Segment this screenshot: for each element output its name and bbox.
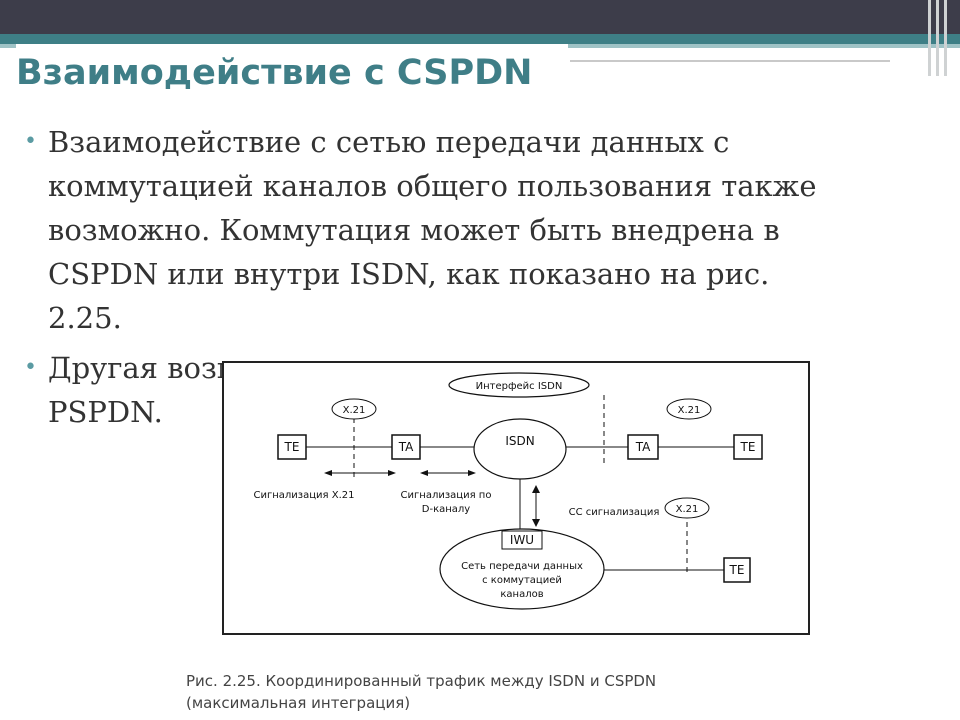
arrowhead-left	[324, 470, 332, 476]
decor-stripe	[944, 0, 947, 76]
figure-caption: Рис. 2.25. Координированный трафик между…	[186, 670, 656, 714]
cspdn-ellipse	[439, 528, 605, 610]
te-box-left	[277, 434, 307, 460]
slide-title: Взаимодействие с CSPDN	[16, 44, 568, 102]
te-label-bottom: TE	[729, 563, 745, 577]
ta-label-left: TA	[398, 440, 414, 454]
isdn-ellipse	[473, 418, 567, 480]
x21-ellipse-left	[331, 398, 377, 420]
ta-label-right: TA	[635, 440, 651, 454]
interface-ellipse	[448, 372, 590, 398]
bullet-1: Взаимодействие с сетью передачи данных с…	[24, 120, 828, 340]
arrowhead-right	[388, 470, 396, 476]
diagram-canvas: Интерфейс ISDN X.21 X.21 X.21 TE TA TA T…	[254, 372, 763, 610]
arrowhead-right	[468, 470, 476, 476]
sig-cc-label: СС сигнализация	[569, 507, 660, 518]
sig-x21-label: Сигнализация X.21	[254, 490, 355, 501]
caption-line-2: (максимальная интеграция)	[186, 694, 411, 712]
x21-ellipse-right	[666, 398, 712, 420]
cspdn-label-line3: каналов	[500, 589, 543, 600]
caption-line-1: Рис. 2.25. Координированный трафик между…	[186, 672, 657, 690]
top-dark-bar	[0, 0, 960, 34]
x21-label-left: X.21	[343, 405, 366, 416]
isdn-cspdn-diagram: Интерфейс ISDN X.21 X.21 X.21 TE TA TA T…	[222, 361, 810, 635]
cspdn-label-line2: с коммутацией	[482, 575, 562, 586]
decor-stripe	[936, 0, 939, 76]
top-teal-bar	[0, 34, 960, 44]
x21-label-bottom: X.21	[676, 504, 699, 515]
arrowhead-down	[532, 519, 540, 527]
te-label-left: TE	[284, 440, 300, 454]
arrowhead-up	[532, 485, 540, 493]
x21-ellipse-bottom	[664, 497, 710, 519]
iwu-box	[501, 530, 543, 550]
top-white-bar	[570, 50, 890, 62]
ta-box-left	[391, 434, 421, 460]
cspdn-label-line1: Сеть передачи данных	[461, 561, 583, 572]
bullet-2-text-line2: PSPDN.	[48, 395, 163, 429]
interface-label: Интерфейс ISDN	[476, 381, 563, 392]
te-label-right: TE	[740, 440, 756, 454]
sig-d-label-line2: D-каналу	[422, 504, 471, 515]
isdn-label: ISDN	[505, 434, 534, 448]
ta-box-right	[627, 434, 659, 460]
te-box-right	[733, 434, 763, 460]
decor-stripe	[928, 0, 931, 76]
sig-d-label-line1: Сигнализация по	[401, 490, 492, 501]
iwu-label: IWU	[510, 533, 534, 547]
x21-label-right: X.21	[678, 405, 701, 416]
arrowhead-left	[420, 470, 428, 476]
